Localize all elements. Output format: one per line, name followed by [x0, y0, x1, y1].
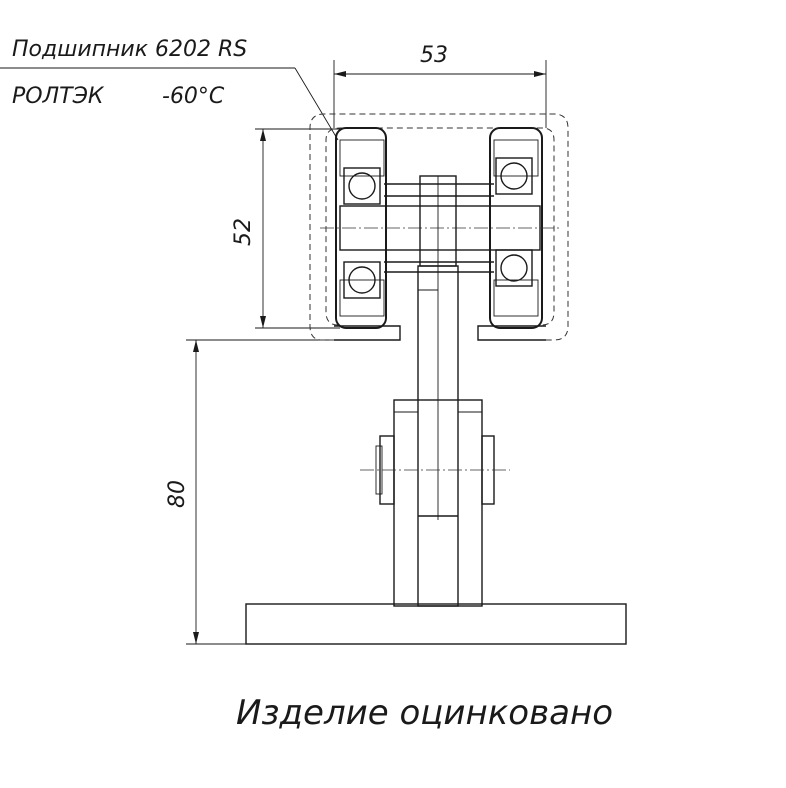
axle [320, 183, 560, 273]
temperature-note: -60°С [162, 84, 225, 109]
bracket [360, 399, 510, 607]
rail-lips [334, 325, 546, 341]
base-plate [245, 603, 627, 645]
dimension-height-total: 80 [165, 339, 340, 645]
dimension-height-rollers-label: 52 [231, 218, 256, 246]
dimension-height-rollers: 52 [231, 128, 340, 329]
maker-note: РОЛТЭК [12, 84, 105, 109]
rail-profile-inner [325, 127, 555, 326]
galvanized-caption: Изделие оцинковано [236, 693, 613, 733]
bearing-note: Подшипник 6202 RS [12, 37, 247, 62]
dimension-height-total-label: 80 [165, 480, 190, 508]
dimension-width: 53 [333, 43, 547, 128]
leader-line [294, 67, 339, 141]
dimension-width-label: 53 [420, 43, 448, 68]
stem [417, 265, 459, 607]
hub-block [419, 175, 457, 267]
rail-profile-outline [309, 113, 569, 341]
